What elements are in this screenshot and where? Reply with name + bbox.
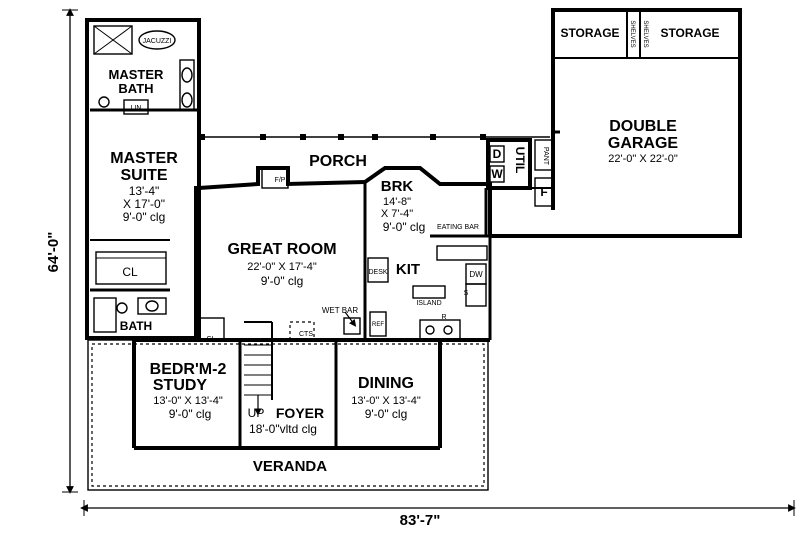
- vanity: [179, 59, 195, 111]
- veranda-name: VERANDA: [253, 458, 327, 475]
- stairs-up-label: UP: [248, 406, 265, 420]
- bedroom2-name-line1: BEDR'M-2: [150, 361, 227, 378]
- great-room-size: 22'-0" X 17'-4": [247, 261, 317, 273]
- wet-bar-label: WET BAR: [322, 306, 359, 315]
- shelves-right-label: SHELVES: [642, 20, 648, 47]
- wet-bar-counter: [343, 317, 361, 335]
- bedroom2-size: 13'-0" X 13'-4": [153, 395, 223, 407]
- breakfast-name: BRK: [381, 178, 414, 195]
- shelves-left-label: SHELVES: [629, 20, 635, 47]
- master-suite-name-line1: MASTER: [110, 150, 178, 167]
- freezer-label: F: [540, 185, 547, 199]
- toilet: [98, 96, 110, 108]
- garage-walls: [490, 8, 742, 238]
- island-label: ISLAND: [416, 300, 441, 307]
- garage-name-line1: DOUBLE: [609, 118, 677, 135]
- utility-name: UTIL: [513, 147, 527, 174]
- porch-name: PORCH: [309, 153, 367, 170]
- linen-closet: [123, 99, 149, 115]
- foyer-name: FOYER: [276, 405, 324, 421]
- shower: [93, 25, 133, 55]
- veranda-outline: [87, 339, 489, 491]
- master-closet-label: CL: [122, 265, 138, 279]
- bedroom2-ceiling: 9'-0" clg: [169, 407, 212, 421]
- master-wing-walls: [85, 18, 201, 340]
- width-dimension-label: 83'-7": [400, 512, 441, 529]
- bedroom2-closet-label: CL: [207, 336, 216, 343]
- great-room-name: GREAT ROOM: [227, 241, 336, 258]
- breakfast-size-line2: X 7'-4": [381, 208, 413, 220]
- eating-bar: [436, 245, 488, 261]
- dining-size: 13'-0" X 13'-4": [351, 395, 421, 407]
- dining-name: DINING: [358, 375, 414, 392]
- width-dimension-line: [80, 500, 796, 516]
- pantry-label: PANT: [542, 147, 549, 166]
- master-bath-name-line2: BATH: [118, 81, 153, 96]
- sink: [465, 283, 487, 307]
- dryer-label: D: [493, 147, 502, 161]
- bathtub: [93, 297, 117, 333]
- desk-label: DESK: [368, 269, 387, 276]
- master-suite-name-line2: SUITE: [120, 167, 167, 184]
- bath-name: BATH: [120, 319, 152, 333]
- refrigerator-label: REF: [372, 322, 384, 328]
- sink-label: S: [464, 290, 469, 297]
- breakfast-size-line1: 14'-8": [383, 196, 411, 208]
- dining-ceiling: 9'-0" clg: [365, 407, 408, 421]
- bedroom2-name-line2: STUDY: [153, 377, 208, 394]
- jacuzzi-label: JACUZZI: [143, 38, 172, 45]
- fireplace-label: F/P: [275, 177, 286, 184]
- cts-label: CTS: [299, 331, 313, 338]
- master-bath-name-line1: MASTER: [109, 67, 165, 82]
- garage-name-line2: GARAGE: [608, 135, 679, 152]
- depth-dimension-label: 64'-0": [45, 232, 62, 273]
- breakfast-ceiling: 9'-0" clg: [383, 220, 426, 234]
- master-suite-size-line2: X 17'-0": [123, 197, 165, 211]
- depth-dimension-line: [62, 8, 78, 494]
- foyer-ceiling: 18'-0"vltd clg: [249, 422, 317, 436]
- kitchen-walls: [343, 166, 492, 341]
- master-suite-size-line1: 13'-4": [129, 184, 160, 198]
- island: [412, 285, 446, 299]
- jacuzzi-tub: [138, 30, 176, 50]
- desk: [367, 257, 389, 283]
- fireplace: [261, 167, 289, 189]
- washer-label: W: [491, 167, 503, 181]
- great-room-walls: [194, 166, 367, 340]
- porch-walls: [199, 134, 550, 140]
- master-suite-ceiling: 9'-0" clg: [123, 210, 166, 224]
- great-room-ceiling: 9'-0" clg: [261, 274, 304, 288]
- dishwasher-label: DW: [469, 270, 483, 279]
- kitchen-name: KIT: [396, 261, 420, 278]
- storage-left-label: STORAGE: [560, 26, 619, 40]
- eating-bar-label: EATING BAR: [437, 224, 479, 231]
- range-label: R: [441, 314, 446, 321]
- linen-label: LIN: [131, 105, 142, 112]
- refrigerator: [369, 311, 387, 337]
- garage-size: 22'-0" X 22'-0": [608, 153, 678, 165]
- storage-right-label: STORAGE: [660, 26, 719, 40]
